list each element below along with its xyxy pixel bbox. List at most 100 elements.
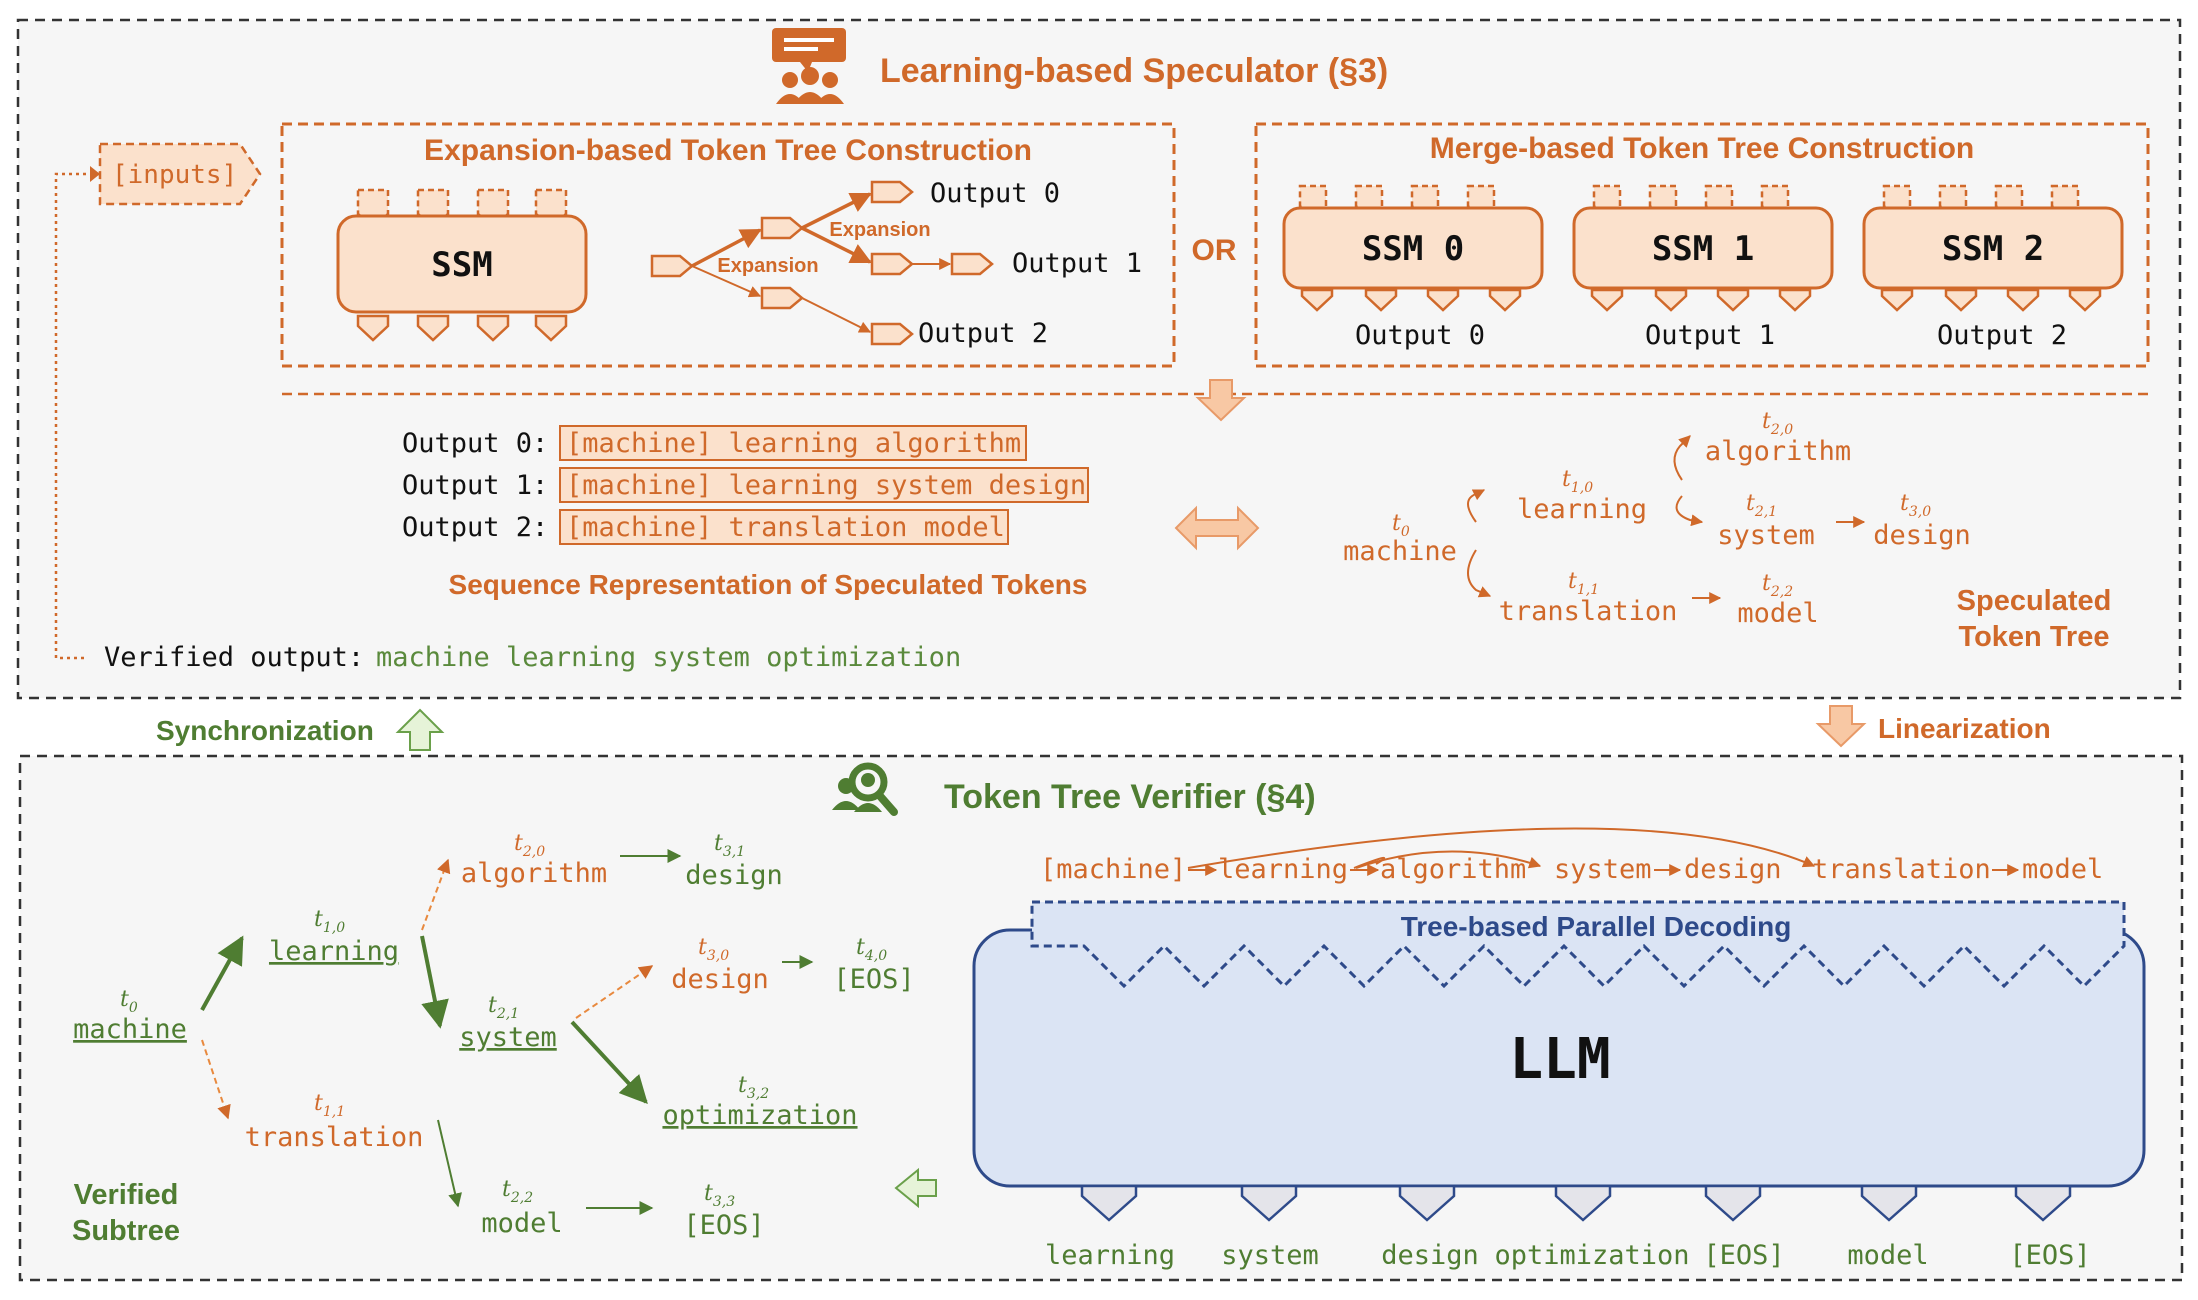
tree-node-t30-sym: t3,0 xyxy=(698,935,729,964)
spec-node-t20-sym: t2,0 xyxy=(1762,409,1793,438)
linear-token-1: learning xyxy=(1218,854,1348,885)
verified-output-text: machine learning system optimization xyxy=(376,642,961,673)
linear-token-2: algorithm xyxy=(1380,854,1526,885)
spec-node-t10-sym: t1,0 xyxy=(1562,467,1593,496)
linear-token-4: design xyxy=(1684,854,1782,885)
subtree-caption-2: Subtree xyxy=(72,1215,180,1247)
inputs-tag: [inputs] xyxy=(98,142,262,206)
spec-node-t0-sym: t0 xyxy=(1392,511,1410,540)
spec-node-t30-word: design xyxy=(1873,520,1971,551)
expansion-title: Expansion-based Token Tree Construction xyxy=(424,134,1032,167)
tree-node-t32-sym: t3,2 xyxy=(738,1073,769,1102)
llm-label: LLM xyxy=(1509,1027,1610,1092)
merge-title: Merge-based Token Tree Construction xyxy=(1430,132,1975,165)
merge-ssm-0-label: SSM 0 xyxy=(1362,229,1464,269)
spec-node-t10-word: learning xyxy=(1517,494,1647,525)
tree-node-t0-word: machine xyxy=(73,1014,187,1045)
llm-output-3: optimization xyxy=(1494,1240,1689,1271)
feedback-dotted-line xyxy=(54,172,100,660)
ssm-block: SSM xyxy=(336,188,588,342)
down-arrow-to-sequences xyxy=(1195,379,1247,422)
tree-node-t31-sym: t3,1 xyxy=(714,831,745,860)
expansion-output-0: Output 0 xyxy=(930,178,1060,209)
sequence-caption: Sequence Representation of Speculated To… xyxy=(449,569,1088,600)
tree-node-t40-word: [EOS] xyxy=(833,964,914,995)
llm-output-0: learning xyxy=(1045,1240,1175,1271)
merge-ssm-2-label: SSM 2 xyxy=(1942,229,2044,269)
tree-node-t40-sym: t4,0 xyxy=(856,935,887,964)
tree-node-t30-word: design xyxy=(671,964,769,995)
llm-output-1: system xyxy=(1221,1240,1319,1271)
spec-node-t21-word: system xyxy=(1717,520,1815,551)
llm-block: Tree-based Parallel Decoding LLM learnin… xyxy=(972,900,2146,1271)
tree-node-t0-sym: t0 xyxy=(120,987,138,1016)
spec-node-t0-word: machine xyxy=(1343,536,1457,567)
merge-output-0: Output 0 xyxy=(1355,320,1485,351)
linearized-sequence: [machine] learning algorithm system desi… xyxy=(1040,827,2103,885)
ssm-label: SSM xyxy=(431,245,492,285)
sequence-label-2: Output 2: xyxy=(402,512,548,543)
merge-output-2: Output 2 xyxy=(1937,320,2067,351)
left-arrow-to-subtree xyxy=(894,1167,937,1209)
tree-node-t22-word: model xyxy=(481,1208,562,1239)
subtree-caption-1: Verified xyxy=(74,1179,179,1211)
merge-output-1: Output 1 xyxy=(1645,320,1775,351)
tree-node-t31-word: design xyxy=(685,860,783,891)
verifier-title: Token Tree Verifier (§4) xyxy=(944,778,1316,816)
merge-ssm-2 xyxy=(1862,184,2124,312)
merge-ssm-0 xyxy=(1282,184,1544,312)
merge-ssm-1 xyxy=(1572,184,1834,312)
expansion-tree: Expansion Expansion Output 0 Output 1 Ou… xyxy=(650,178,1142,349)
tree-node-t20-word: algorithm xyxy=(461,858,607,889)
spec-node-t20-word: algorithm xyxy=(1705,436,1851,467)
tree-node-t33-word: [EOS] xyxy=(683,1210,764,1241)
sequence-representation: Output 0: Output 1: Output 2: [machine] … xyxy=(402,425,1089,600)
tree-node-t21-word: system xyxy=(459,1022,557,1053)
llm-output-2: design xyxy=(1381,1240,1479,1271)
spec-node-t22-sym: t2,2 xyxy=(1762,571,1793,600)
sequence-label-0: Output 0: xyxy=(402,428,548,459)
spec-node-t11-word: translation xyxy=(1499,596,1678,627)
merge-box xyxy=(1254,122,2150,368)
linear-token-3: system xyxy=(1554,854,1652,885)
spec-node-t21-sym: t2,1 xyxy=(1746,491,1777,520)
linear-token-6: model xyxy=(2022,854,2103,885)
sequence-2: [machine] translation model xyxy=(566,512,1005,543)
linearization-label: Linearization xyxy=(1878,713,2051,744)
spec-node-t11-sym: t1,1 xyxy=(1568,569,1599,598)
speculator-title: Learning-based Speculator (§3) xyxy=(880,52,1388,90)
tree-node-t11-sym: t1,1 xyxy=(314,1091,345,1120)
spec-tree-caption-1: Speculated xyxy=(1957,585,2112,617)
tree-node-t32-word: optimization xyxy=(662,1100,857,1131)
llm-output-4: [EOS] xyxy=(1703,1240,1784,1271)
tree-node-t11-word: translation xyxy=(245,1122,424,1153)
expansion-box xyxy=(280,122,1176,368)
inputs-label: [inputs] xyxy=(112,160,237,190)
llm-output-5: model xyxy=(1847,1240,1928,1271)
sequence-label-1: Output 1: xyxy=(402,470,548,501)
merge-ssm-1-label: SSM 1 xyxy=(1652,229,1754,269)
feedback-arrow-head xyxy=(90,166,100,182)
spec-node-t30-sym: t3,0 xyxy=(1900,491,1931,520)
tree-node-t10-sym: t1,0 xyxy=(314,907,345,936)
tree-node-t33-sym: t3,3 xyxy=(704,1181,735,1210)
tree-node-t21-sym: t2,1 xyxy=(488,993,519,1022)
sequence-1: [machine] learning system design xyxy=(566,470,1086,501)
or-label: OR xyxy=(1192,234,1237,267)
decoding-band xyxy=(1030,900,2126,989)
linear-token-0: [machine] xyxy=(1040,854,1186,885)
sync-label: Synchronization xyxy=(156,715,374,746)
verified-subtree: t0 machine t1,0 learning t1,1 translatio… xyxy=(72,831,915,1247)
decoding-label: Tree-based Parallel Decoding xyxy=(1401,911,1792,942)
tree-node-t20-sym: t2,0 xyxy=(514,831,545,860)
speculated-token-tree: t0 machine t1,0 learning t1,1 translatio… xyxy=(1343,409,2111,653)
magnifier-group-icon xyxy=(832,762,898,816)
sequence-0: [machine] learning algorithm xyxy=(566,428,1021,459)
verified-output-prefix: Verified output: xyxy=(104,642,364,673)
bidirectional-arrow xyxy=(1174,505,1260,551)
spec-node-t22-word: model xyxy=(1737,598,1818,629)
presentation-group-icon xyxy=(772,28,846,104)
expansion-output-2: Output 2 xyxy=(918,318,1048,349)
expansion-edge-label-1: Expansion xyxy=(717,255,818,277)
